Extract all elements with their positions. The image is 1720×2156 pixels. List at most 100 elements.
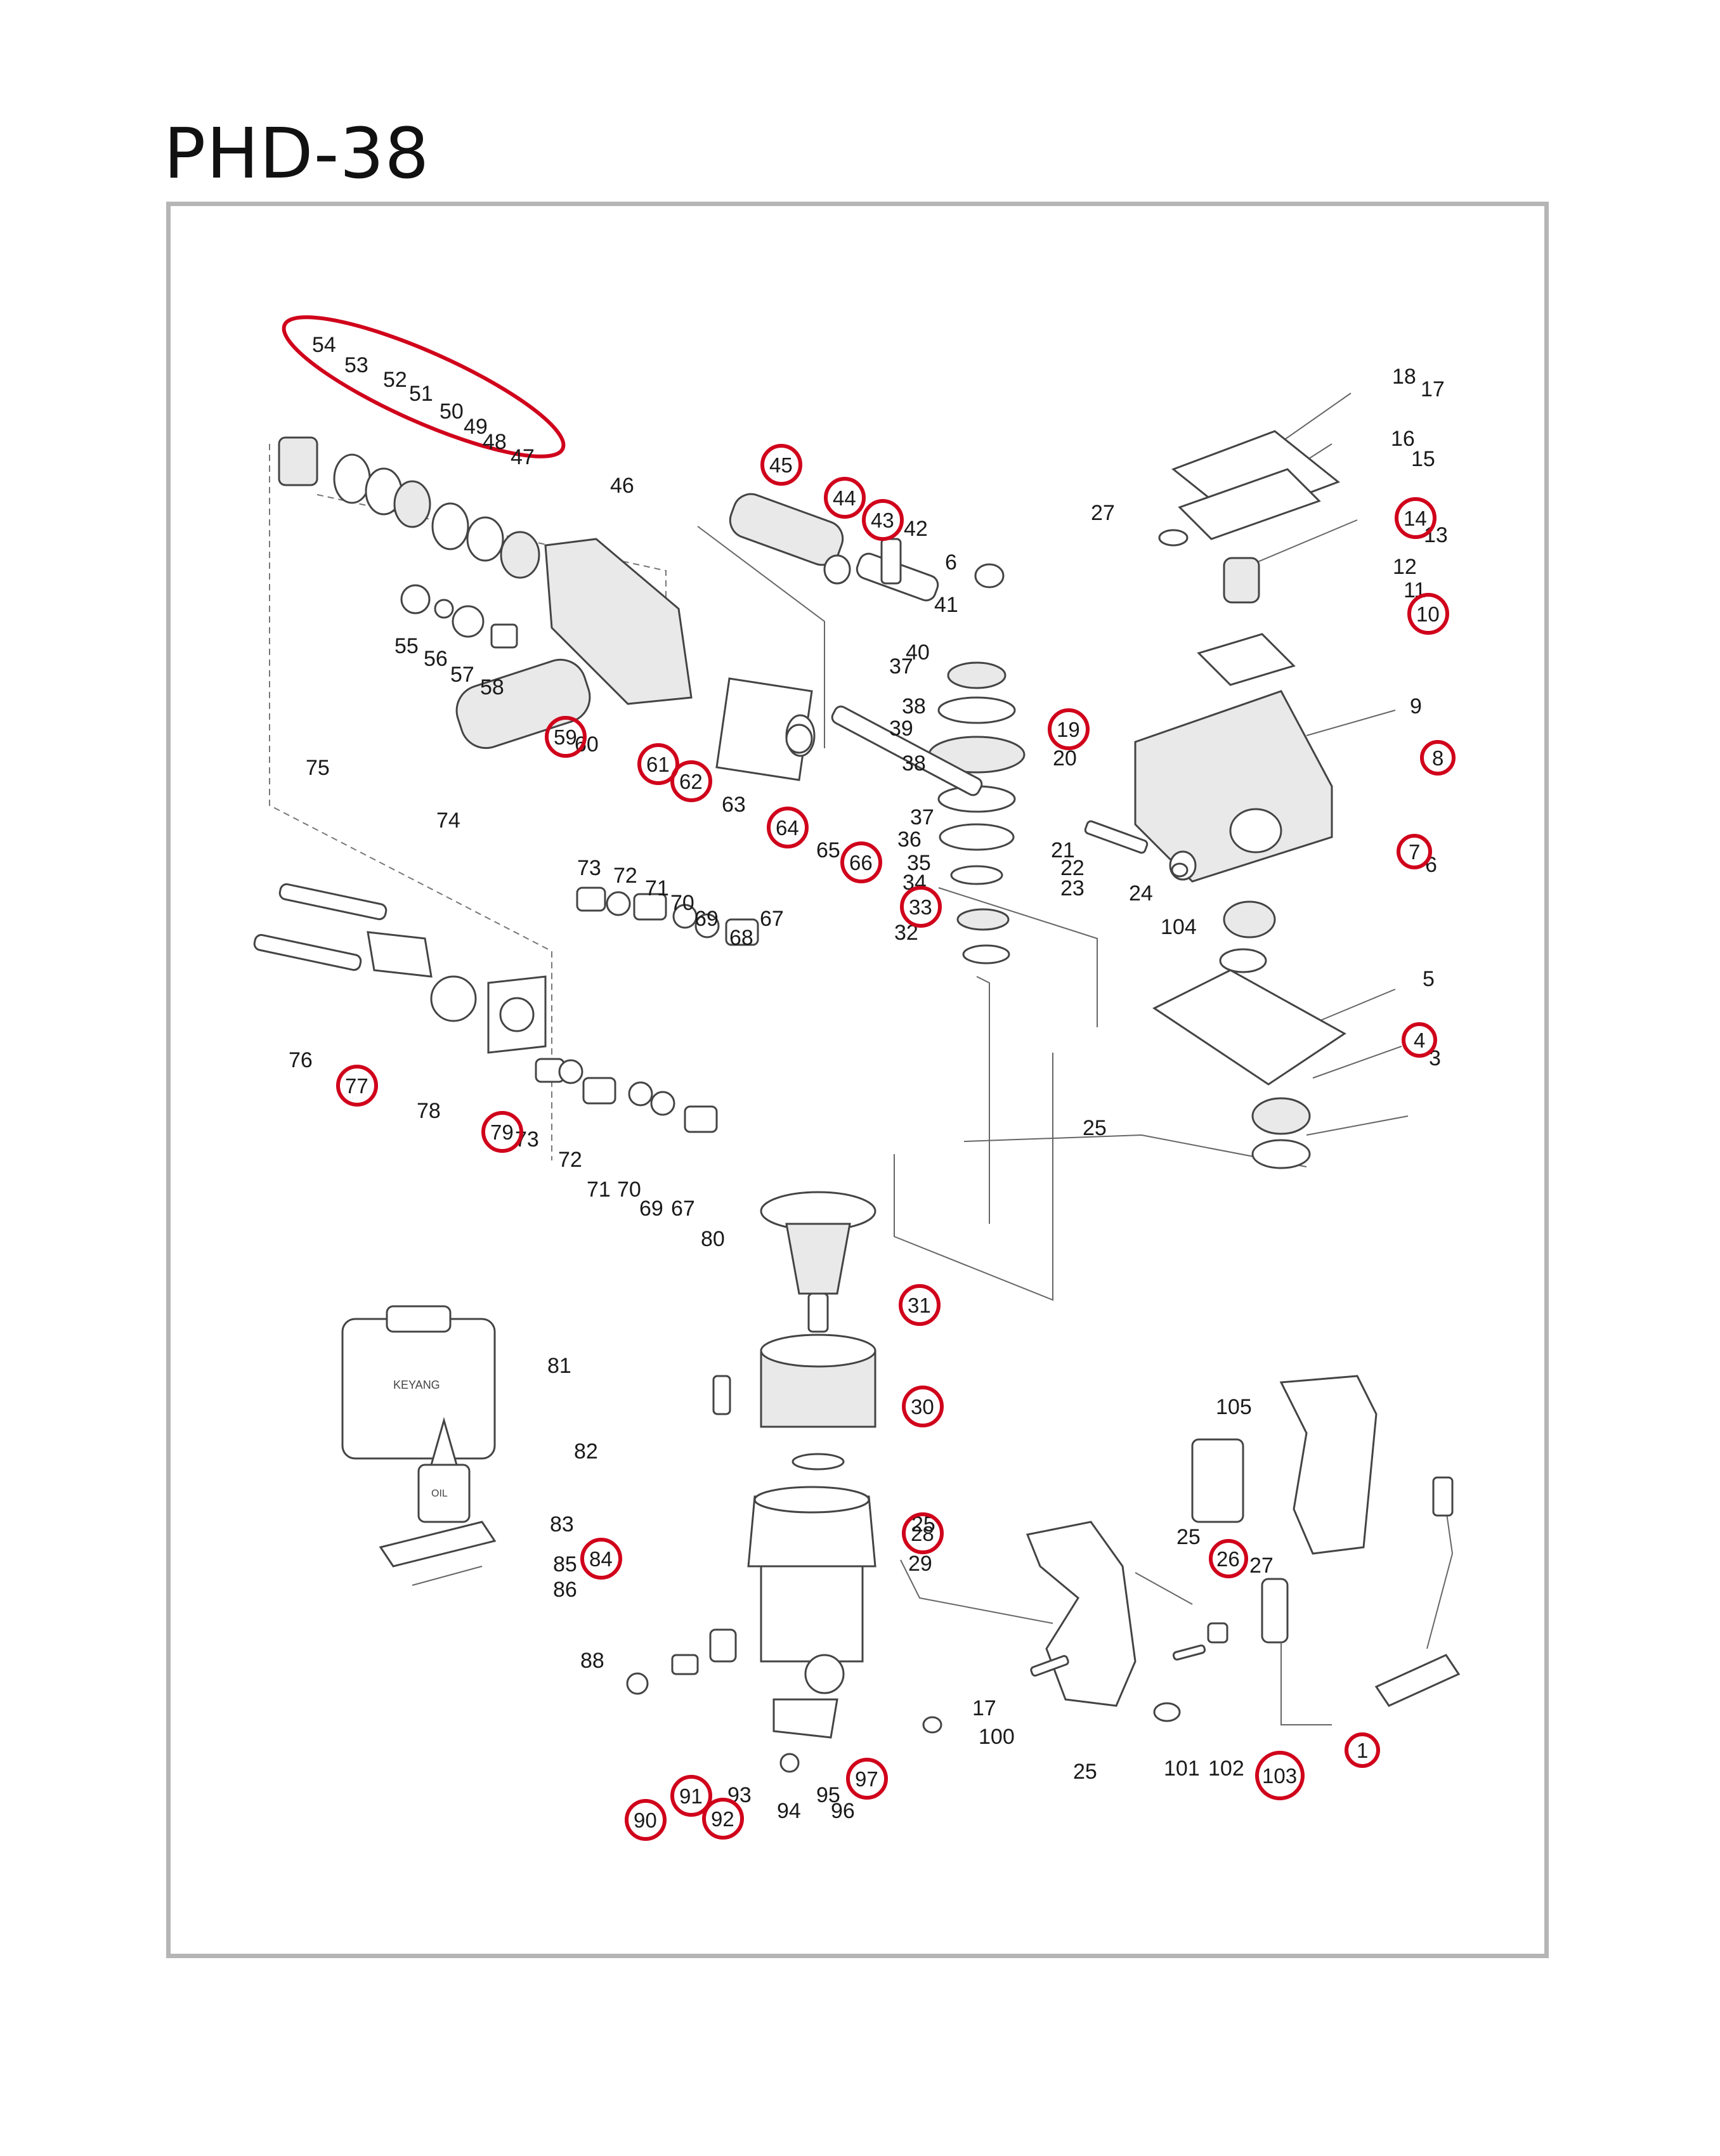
svg-text:1: 1 (1357, 1739, 1368, 1762)
part-label: 85 (553, 1552, 577, 1576)
svg-text:90: 90 (634, 1809, 657, 1832)
part-label: 68 (729, 926, 753, 950)
svg-text:84: 84 (589, 1547, 613, 1571)
highlighted-part-103: 103 (1255, 1751, 1305, 1800)
part-label: 25 (1083, 1116, 1107, 1140)
part-label: 67 (760, 907, 784, 931)
part-label: 46 (610, 474, 634, 498)
highlighted-part-4: 4 (1402, 1022, 1437, 1058)
svg-text:30: 30 (911, 1395, 934, 1419)
part-label: 37 (910, 805, 934, 829)
motor-parts (626, 1191, 876, 1773)
part-label: 51 (409, 382, 433, 406)
part-label: 29 (908, 1552, 932, 1576)
part-label: 35 (907, 851, 931, 875)
part-label: 41 (934, 593, 958, 617)
part-label: 70 (617, 1178, 641, 1202)
part-label: 81 (547, 1354, 571, 1378)
highlighted-part-62: 62 (670, 760, 712, 802)
highlighted-part-92: 92 (702, 1798, 744, 1840)
svg-text:59: 59 (554, 725, 577, 749)
part-label: 49 (464, 415, 488, 439)
highlighted-part-97: 97 (846, 1758, 888, 1800)
part-label: 73 (577, 856, 601, 880)
highlighted-part-43: 43 (862, 499, 904, 541)
part-label: 47 (511, 445, 535, 469)
part-label: 5 (1423, 967, 1435, 991)
diagram-frame (166, 202, 1549, 1958)
svg-text:7: 7 (1409, 840, 1420, 864)
part-label: 38 (902, 694, 926, 718)
part-label: 37 (889, 654, 913, 679)
part-label: 75 (306, 756, 330, 780)
svg-text:44: 44 (833, 486, 856, 510)
part-label: 88 (580, 1649, 604, 1673)
svg-text:26: 26 (1216, 1547, 1240, 1571)
part-label: 55 (394, 634, 419, 658)
part-label: 72 (613, 864, 637, 888)
svg-text:92: 92 (711, 1807, 734, 1831)
highlighted-part-31: 31 (899, 1284, 941, 1326)
svg-text:61: 61 (646, 753, 670, 776)
plain-part-labels: 54 53 52 51 50 49 48 47 46 42 6 41 40 37… (289, 333, 1448, 1823)
part-label: 48 (483, 430, 507, 454)
part-label: 71 (645, 876, 669, 900)
highlighted-part-26: 26 (1209, 1539, 1248, 1578)
highlighted-part-28: 28 (902, 1512, 944, 1554)
handle-flange-parts (253, 883, 759, 1133)
chuck-assembly-parts (278, 436, 816, 781)
svg-text:79: 79 (490, 1120, 514, 1144)
part-label: 93 (727, 1783, 752, 1807)
part-label: 56 (424, 647, 448, 671)
svg-text:33: 33 (909, 895, 932, 919)
part-label: 74 (436, 808, 460, 833)
svg-text:91: 91 (679, 1784, 703, 1808)
highlighted-part-30: 30 (902, 1386, 944, 1427)
highlighted-part-77: 77 (336, 1065, 378, 1107)
highlighted-part-84: 84 (580, 1538, 622, 1580)
part-label: 38 (902, 751, 926, 776)
part-label: 17 (972, 1696, 996, 1720)
svg-text:10: 10 (1416, 602, 1440, 626)
part-label: 94 (777, 1799, 801, 1823)
part-label: 102 (1208, 1757, 1244, 1781)
highlighted-part-79: 79 (481, 1111, 523, 1153)
part-label: 86 (553, 1578, 577, 1602)
part-label: 80 (701, 1227, 725, 1251)
part-label: 36 (897, 828, 922, 852)
part-label: 9 (1410, 694, 1422, 718)
part-label: 27 (1249, 1554, 1274, 1578)
highlighted-part-66: 66 (840, 841, 882, 883)
part-label: 40 (906, 640, 930, 665)
part-label: 100 (979, 1725, 1015, 1749)
part-label: 6 (945, 550, 957, 575)
part-label: 65 (816, 838, 840, 862)
svg-text:45: 45 (769, 453, 793, 477)
highlighted-part-45: 45 (760, 444, 802, 486)
part-label: 17 (1421, 377, 1445, 401)
part-label: 25 (1073, 1760, 1097, 1784)
page-title: PHD-38 (164, 113, 430, 194)
part-label: 22 (1060, 856, 1085, 880)
svg-text:64: 64 (776, 816, 799, 840)
highlighted-part-19: 19 (1048, 708, 1090, 750)
highlighted-part-10: 10 (1407, 593, 1449, 635)
highlighted-part-33: 33 (900, 886, 942, 928)
part-label: 105 (1216, 1395, 1252, 1419)
highlighted-part-59: 59 (545, 716, 587, 758)
highlighted-part-1: 1 (1345, 1732, 1380, 1768)
part-label: 76 (289, 1048, 313, 1072)
svg-text:77: 77 (345, 1074, 368, 1098)
svg-text:31: 31 (908, 1294, 931, 1317)
part-label: 18 (1392, 365, 1416, 389)
svg-text:103: 103 (1262, 1764, 1297, 1788)
part-label: 95 (816, 1783, 840, 1807)
part-label: 50 (440, 399, 464, 424)
part-label: 13 (1424, 523, 1448, 547)
part-label: 42 (904, 517, 928, 541)
part-label: 67 (671, 1197, 695, 1221)
highlighted-part-90: 90 (625, 1799, 667, 1841)
gear-housing-parts (1084, 430, 1346, 1169)
svg-text:66: 66 (849, 851, 873, 874)
